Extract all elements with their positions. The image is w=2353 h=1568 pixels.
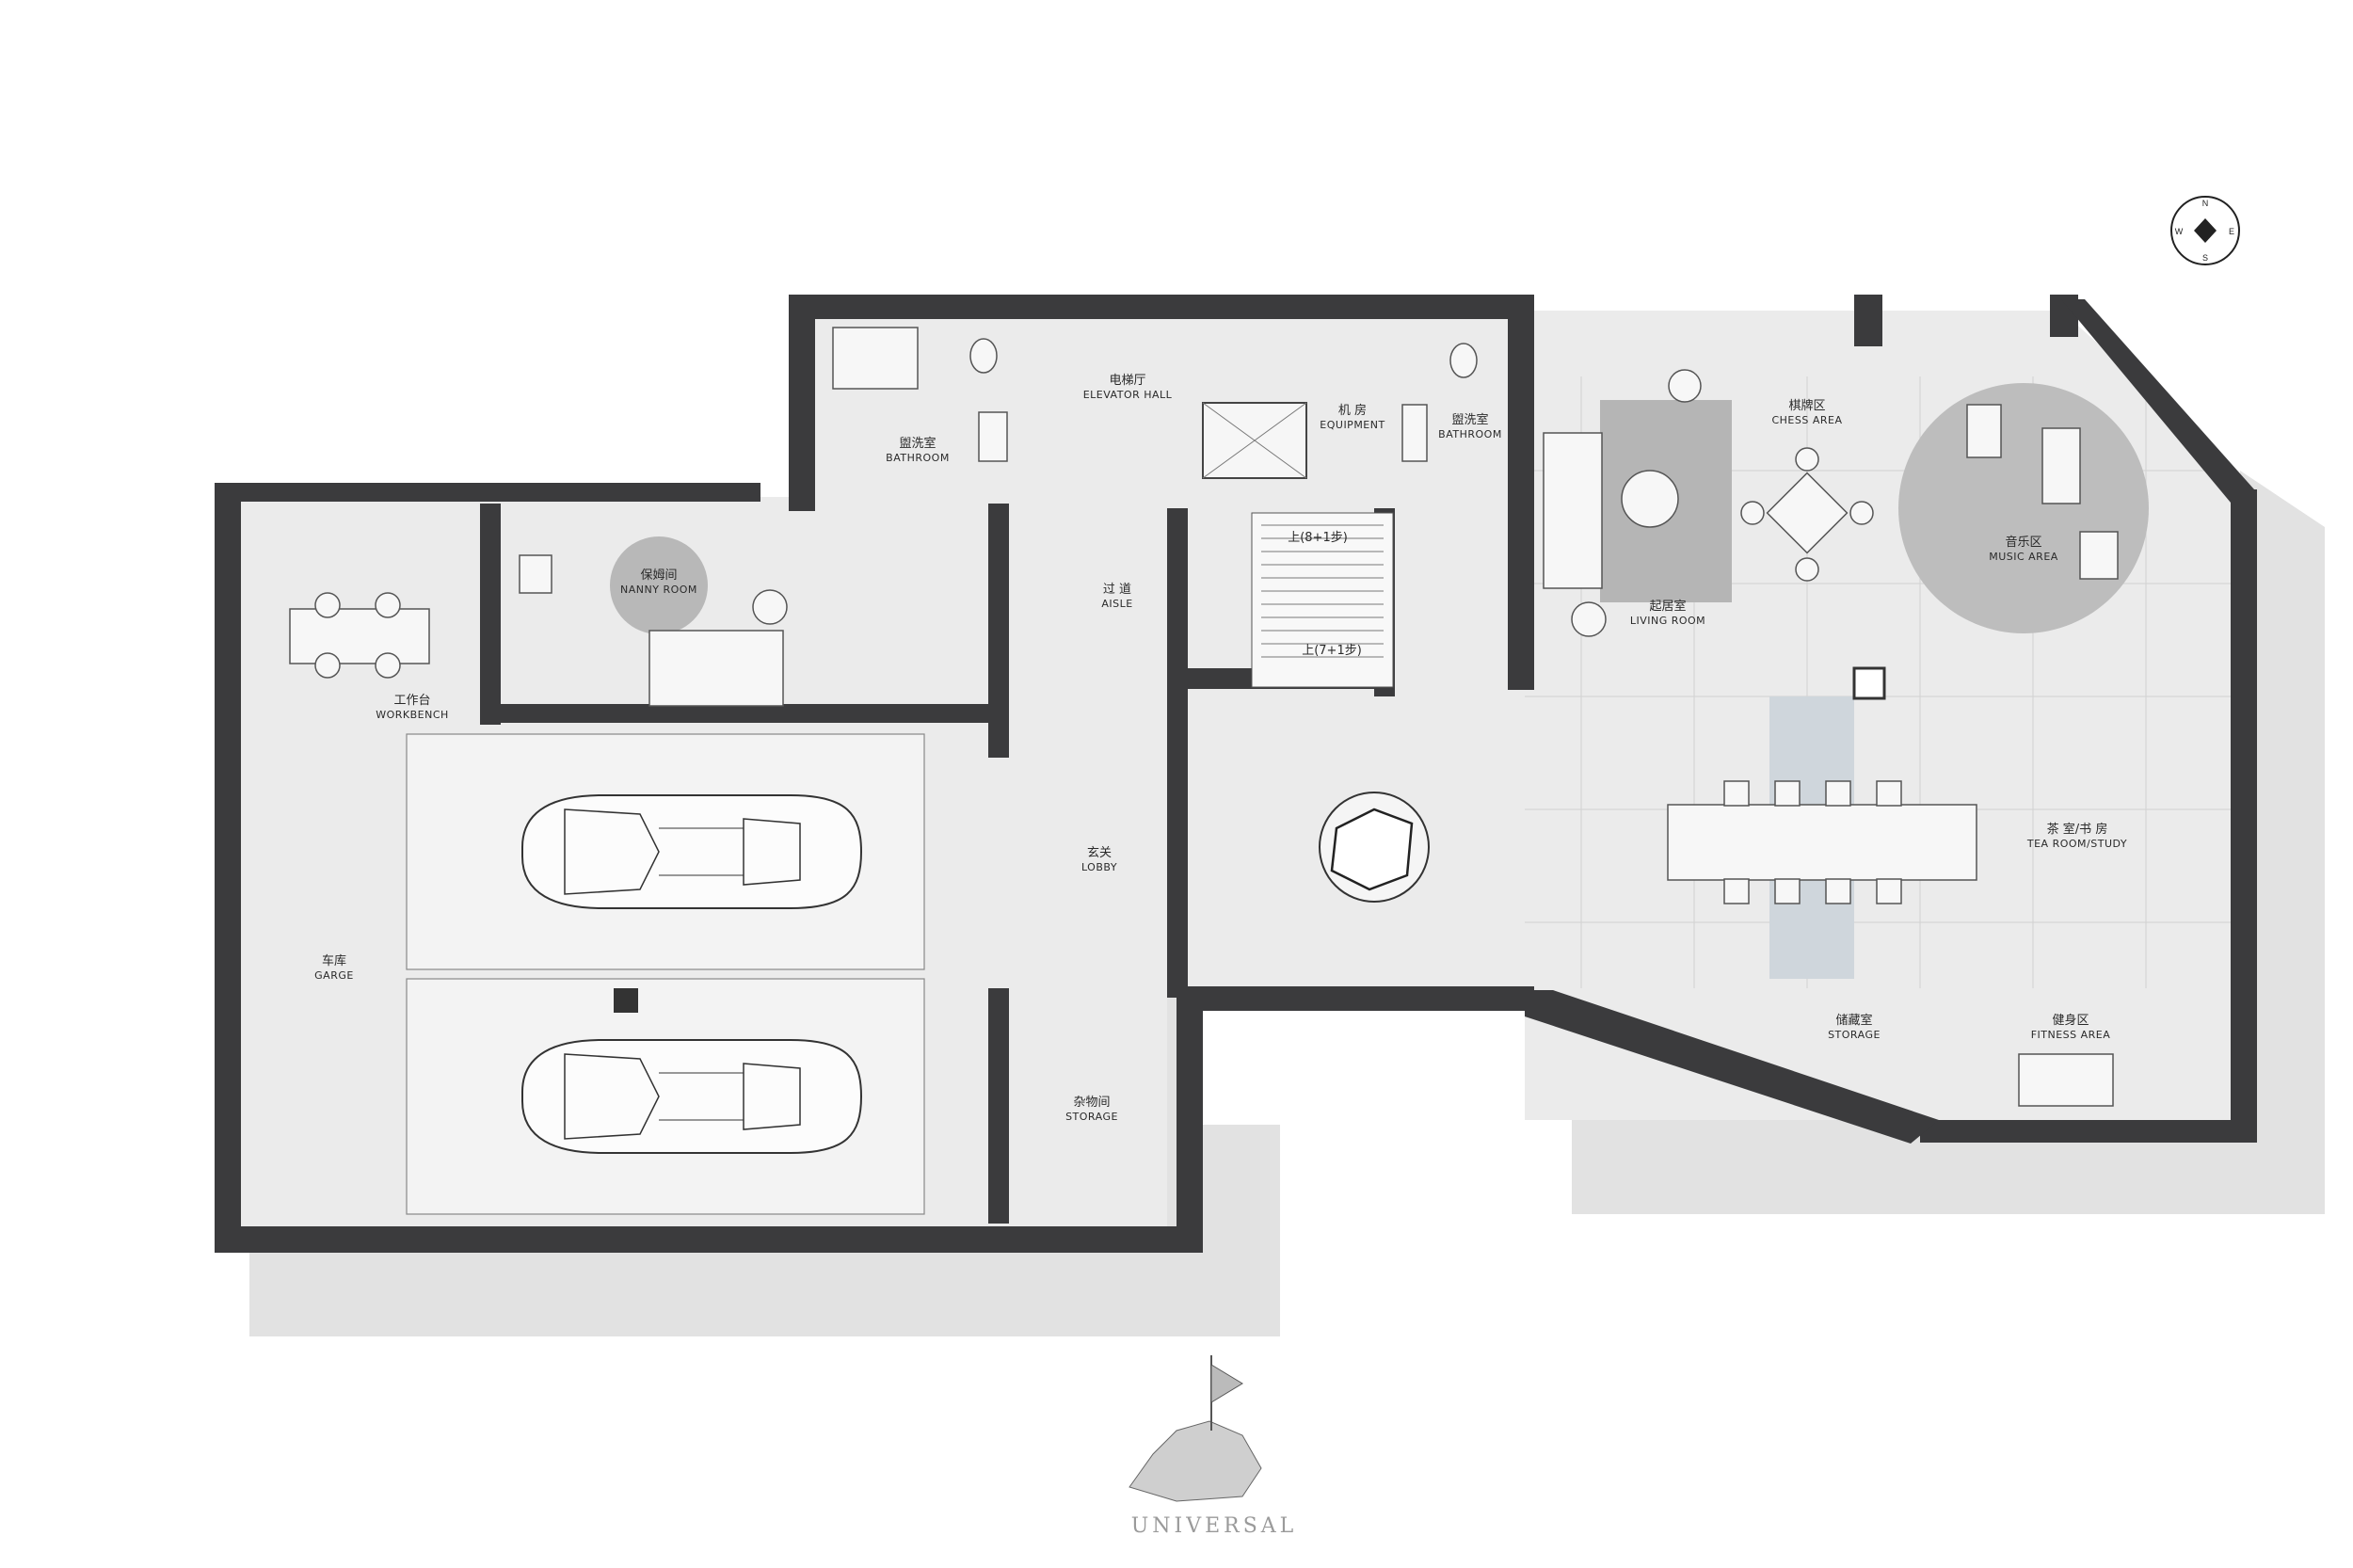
tea-room-furniture [1667, 666, 1977, 979]
fitness-area-furniture [2018, 1053, 2114, 1107]
room-label-workbench-zh: 工作台 [393, 694, 430, 708]
room-label-elevator-hall-en: ELEVATOR HALL [1083, 389, 1173, 401]
room-label-elevator-hall-zh: 电梯厅 [1109, 374, 1145, 388]
compass-north-label: N [2202, 199, 2209, 208]
room-label-lobby-zh: 玄关 [1087, 846, 1112, 860]
stair-label-upper: 上(8+1步) [1288, 531, 1348, 545]
room-label-equipment-zh: 机 房 [1338, 403, 1367, 418]
garage-column [614, 988, 638, 1013]
room-label-garage-en: GARGE [314, 969, 354, 982]
compass-south-label: S [2202, 253, 2208, 263]
room-label-aisle-en: AISLE [1101, 598, 1132, 610]
room-label-tea-room-zh: 茶 室/书 房 [2047, 822, 2108, 837]
room-label-chess-area-en: CHESS AREA [1771, 414, 1842, 426]
walls [215, 295, 2257, 1253]
logo-text: UNIVERSAL [1131, 1514, 1298, 1538]
room-label-bathroom-1-zh: 盥洗室 [899, 436, 936, 451]
room-label-storage-1-zh: 杂物间 [1073, 1096, 1110, 1110]
room-label-bathroom-1-en: BATHROOM [886, 452, 950, 464]
room-label-nanny-room-en: NANNY ROOM [620, 584, 697, 596]
room-label-storage-2-en: STORAGE [1828, 1029, 1881, 1041]
room-label-chess-area-zh: 棋牌区 [1788, 398, 1825, 413]
room-label-living-room-en: LIVING ROOM [1630, 615, 1705, 627]
stair-label-lower: 上(7+1步) [1302, 644, 1362, 658]
room-label-music-area-zh: 音乐区 [2005, 535, 2041, 550]
room-label-living-room-zh: 起居室 [1649, 599, 1686, 614]
room-label-bathroom-2-zh: 盥洗室 [1451, 412, 1488, 427]
room-label-lobby-en: LOBBY [1081, 861, 1117, 873]
music-area-furniture [1898, 383, 2149, 633]
workbench-furniture [289, 592, 430, 679]
compass: N E S W [2170, 196, 2240, 265]
room-label-nanny-room-zh: 保姆间 [640, 568, 677, 583]
compass-east-label: E [2229, 227, 2234, 236]
room-label-fitness-area-zh: 健身区 [2052, 1013, 2089, 1028]
nanny-room-furniture [519, 536, 788, 707]
chess-area-furniture [1740, 447, 1874, 582]
room-label-fitness-area-en: FITNESS AREA [2031, 1029, 2111, 1041]
living-room-furniture [1543, 369, 1732, 637]
entry-sculpture [1319, 792, 1430, 903]
bathroom-1-fixtures [832, 327, 1008, 462]
room-label-workbench-en: WORKBENCH [376, 709, 449, 721]
room-label-tea-room-en: TEA ROOM/STUDY [2026, 838, 2127, 850]
bathroom-2-fixtures [1401, 343, 1478, 462]
staircase [1251, 512, 1394, 688]
room-label-storage-1-en: STORAGE [1065, 1111, 1118, 1123]
room-label-aisle-zh: 过 道 [1103, 583, 1131, 597]
universal-logo: UNIVERSAL [1128, 1355, 1298, 1538]
compass-west-label: W [2175, 227, 2184, 236]
car-lower [521, 1039, 863, 1154]
room-label-music-area-en: MUSIC AREA [1989, 551, 2058, 563]
car-upper [521, 794, 863, 909]
room-label-bathroom-2-en: BATHROOM [1438, 428, 1502, 440]
room-label-equipment-en: EQUIPMENT [1320, 419, 1385, 431]
room-label-garage-zh: 车库 [322, 953, 346, 968]
elevator-shaft [1202, 402, 1307, 479]
room-label-storage-2-zh: 储藏室 [1835, 1013, 1872, 1028]
